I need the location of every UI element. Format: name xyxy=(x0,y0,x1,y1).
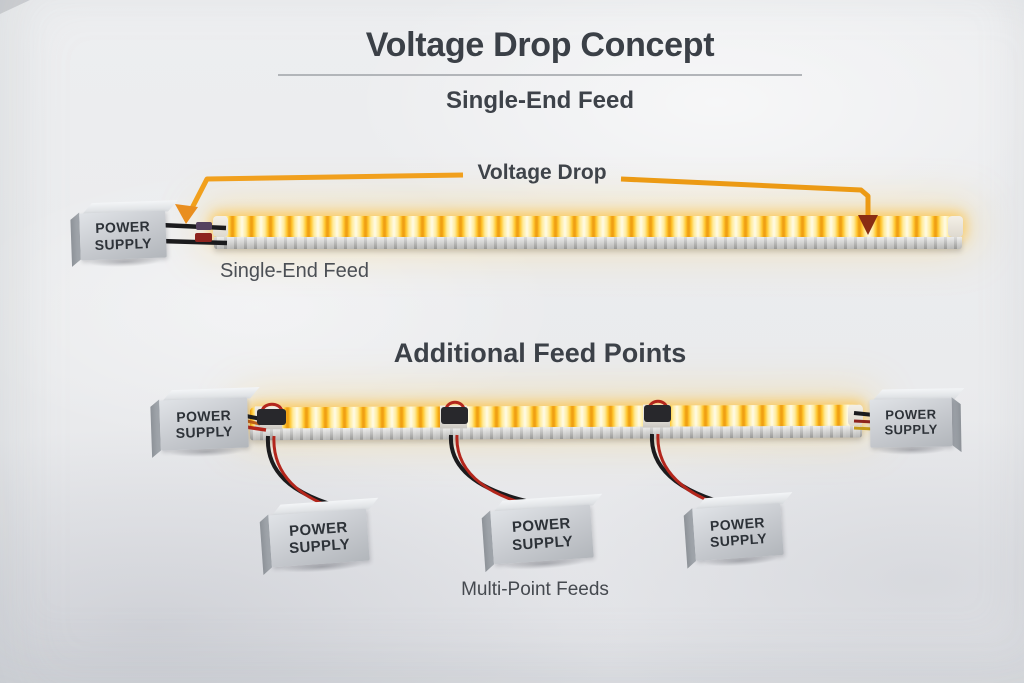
led-strip-single-feed xyxy=(213,216,963,249)
led-strip-multi-feed xyxy=(249,404,864,441)
psu-multi-left: POWER SUPPLY xyxy=(150,387,260,461)
title-divider xyxy=(278,74,802,76)
corner-shade xyxy=(0,0,30,14)
psu-label: POWER SUPPLY xyxy=(869,398,953,448)
strip-end-cap xyxy=(948,216,963,237)
callout-line-right xyxy=(620,176,871,217)
psu-multi-bottom-2: POWER SUPPLY xyxy=(481,493,605,575)
wire-connector xyxy=(195,233,212,242)
psu-label: POWER SUPPLY xyxy=(159,397,249,451)
drop-wire-black xyxy=(265,435,348,511)
strip-end-cap xyxy=(847,404,864,426)
header: Voltage Drop Concept Single-End Feed xyxy=(56,26,1024,115)
strip-junction-gap xyxy=(642,404,671,428)
wire-connector xyxy=(196,222,212,230)
strip-channel-base xyxy=(250,425,863,441)
psu-label: POWER SUPPLY xyxy=(268,508,370,568)
psu-label: POWER SUPPLY xyxy=(490,504,594,565)
strip-junction-gap xyxy=(254,406,283,430)
psu-label: POWER SUPPLY xyxy=(79,210,167,261)
voltage-drop-label: Voltage Drop xyxy=(477,161,607,184)
arrow-down-icon xyxy=(175,204,198,224)
drop-wire-black xyxy=(448,434,558,509)
psu-multi-bottom-3: POWER SUPPLY xyxy=(683,492,794,572)
psu-side-face xyxy=(951,397,962,453)
callout-line-left xyxy=(187,172,464,214)
psu-multi-bottom-1: POWER SUPPLY xyxy=(259,497,381,578)
subtitle-single-end-feed: Single-End Feed xyxy=(445,87,634,114)
strip-channel-base xyxy=(214,237,962,249)
psu-label: POWER SUPPLY xyxy=(692,502,784,562)
strip-junction-gap xyxy=(439,405,468,429)
single-end-feed-caption: Single-End Feed xyxy=(220,260,369,282)
psu-single-feed: POWER SUPPLY xyxy=(70,200,178,271)
drop-wire-black xyxy=(649,433,737,508)
strip-end-cap xyxy=(213,216,228,237)
psu-multi-right: POWER SUPPLY xyxy=(863,388,965,458)
page-title: Voltage Drop Concept xyxy=(365,26,715,64)
led-row xyxy=(213,216,963,238)
multi-point-feeds-caption: Multi-Point Feeds xyxy=(461,579,609,600)
additional-feed-points-heading: Additional Feed Points xyxy=(393,338,687,368)
